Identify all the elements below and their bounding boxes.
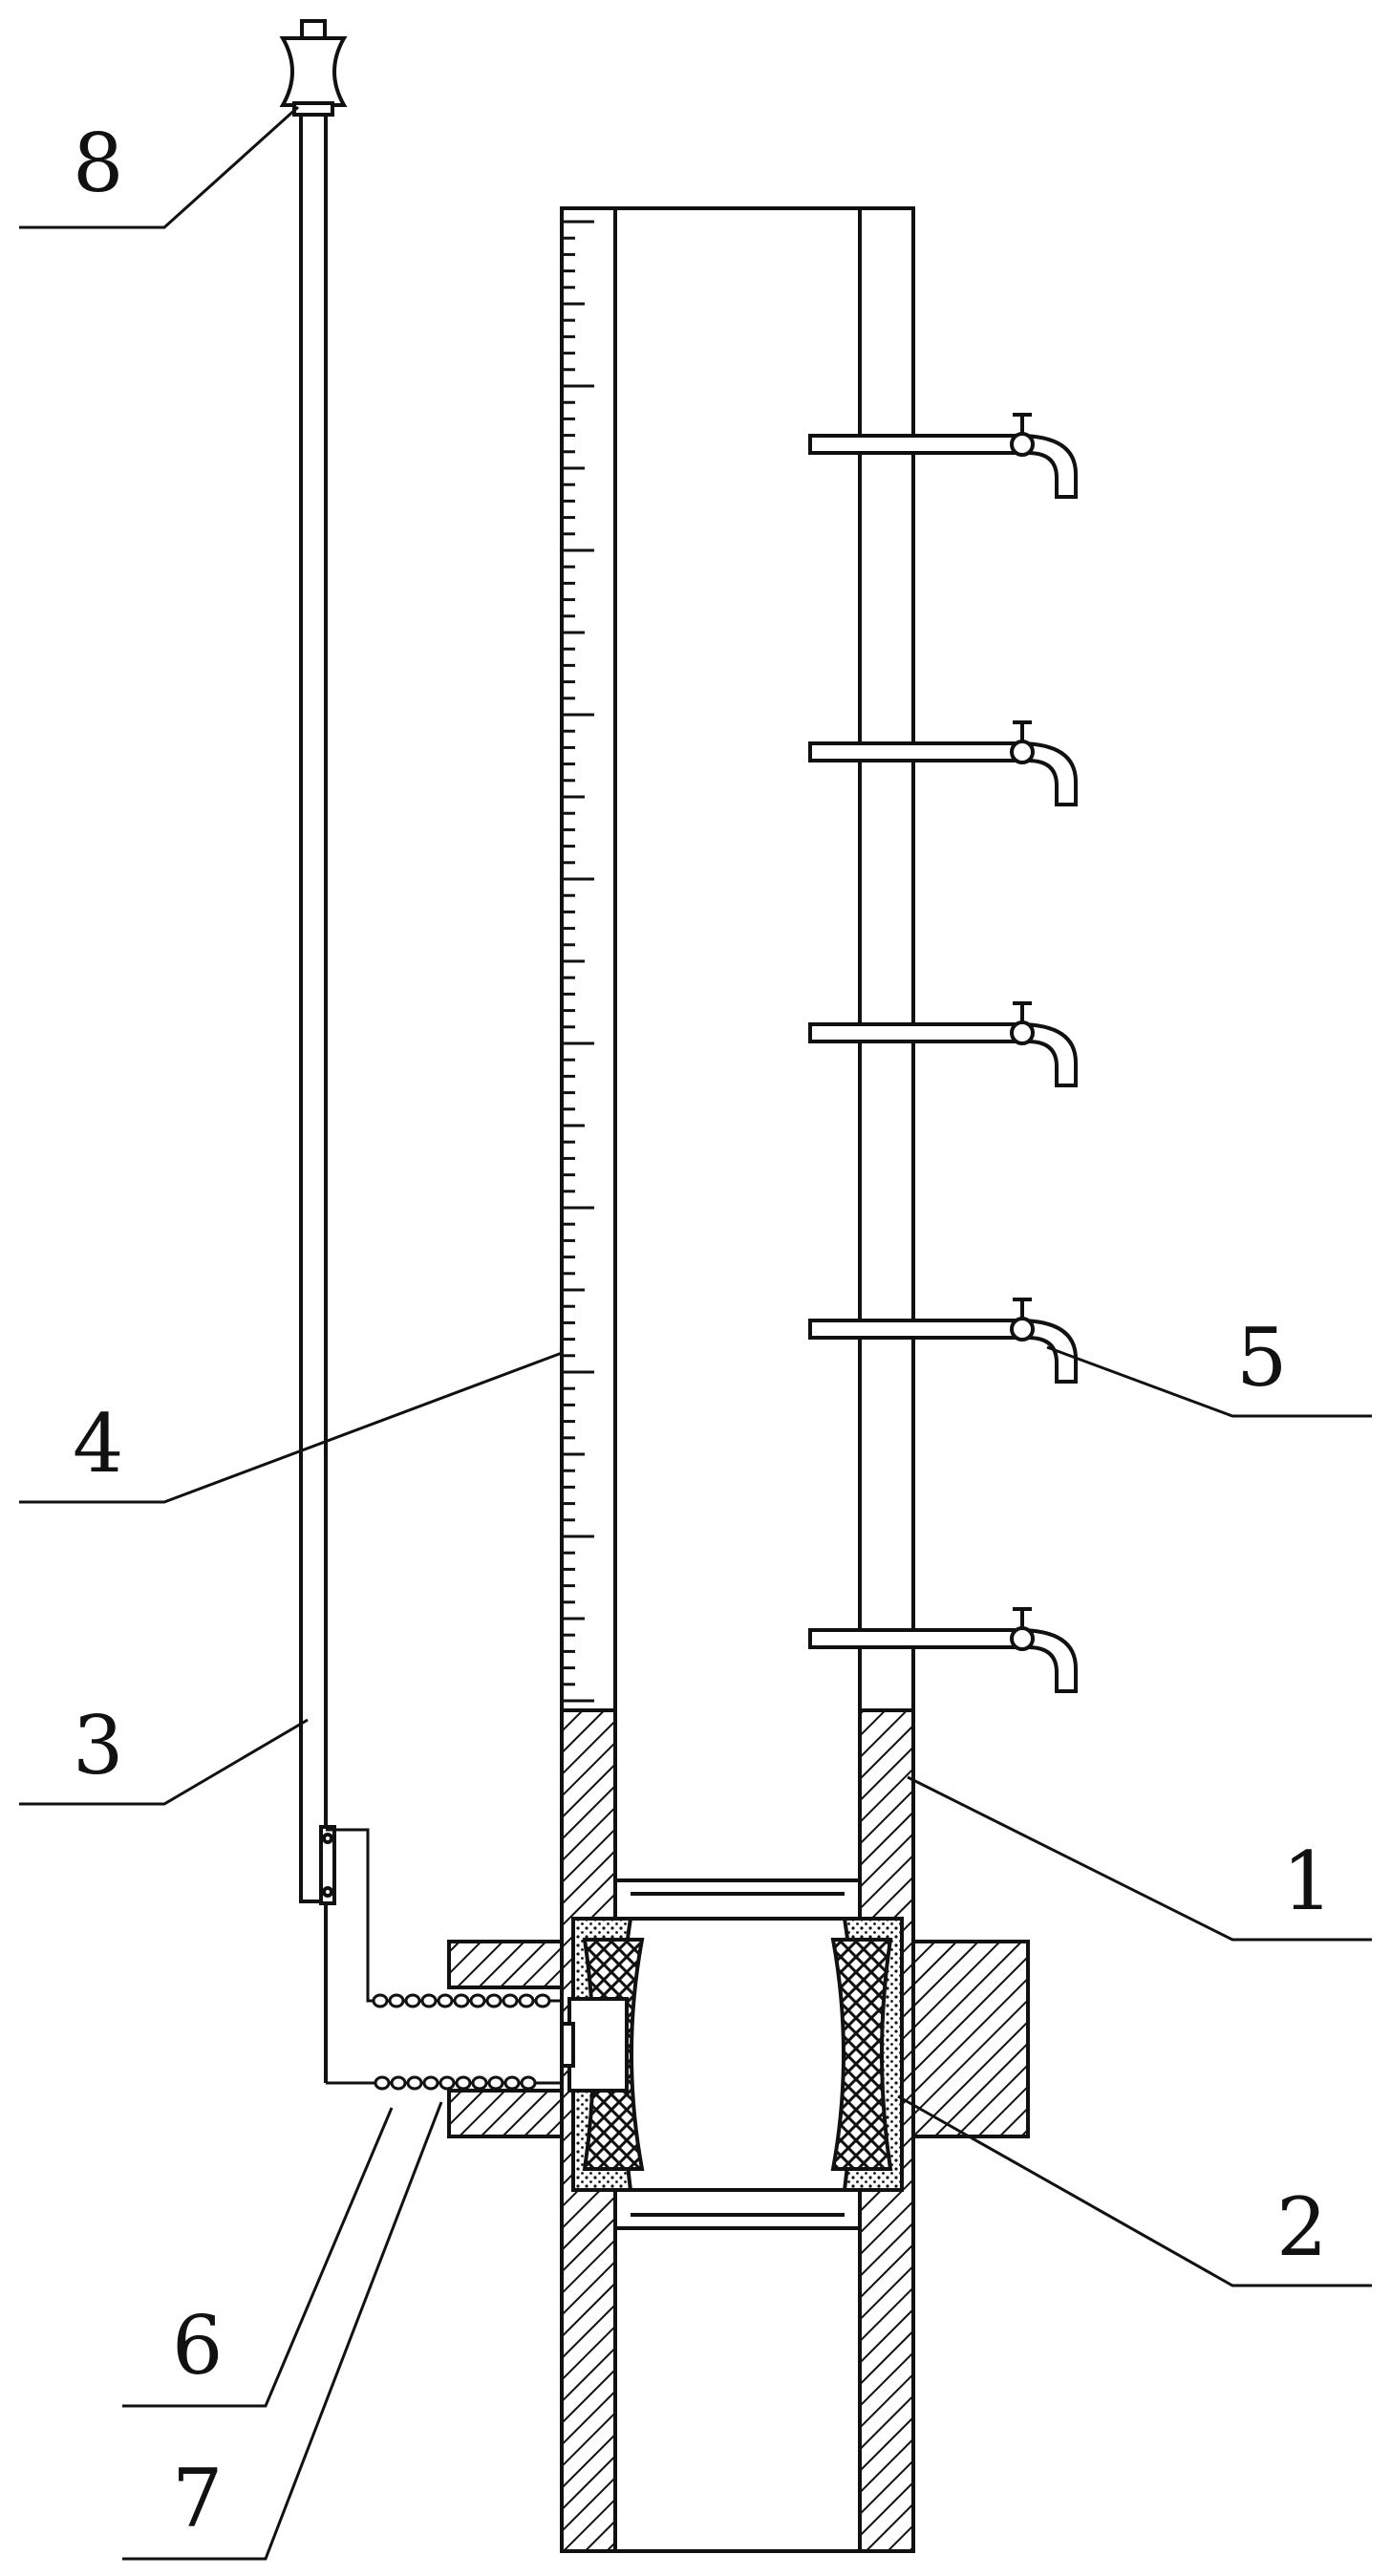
outlet-tap [808,413,1078,499]
tube-right-wall-upper [858,206,915,1712]
label-5: 5 [1236,1311,1287,1405]
chain-bead [422,2075,439,2091]
outlet-tap [808,1607,1078,1693]
chain-bead [388,1993,405,2008]
chain-bead [406,2075,423,2091]
chain-bead [437,1993,454,2008]
chain-bead [439,2075,456,2091]
chain-bead [518,1993,535,2008]
label-4: 4 [73,1397,123,1491]
outlet-taps [808,413,1078,1693]
outlet-tap [808,1298,1078,1384]
chain-bead [487,2075,504,2091]
outlet-tap [808,720,1078,806]
label-8: 8 [73,117,123,210]
rod-coupler [319,1825,336,1905]
leader-8 [19,105,300,229]
part-labels: 8 4 3 5 1 2 6 7 [73,117,1333,2545]
label-3: 3 [73,1699,123,1792]
main-tube [560,206,915,2553]
chain-bead [374,2075,391,2091]
leader-7 [122,2101,443,2561]
leader-2 [897,2094,1372,2287]
label-1: 1 [1282,1835,1333,1928]
chain-bead [502,1993,519,2008]
chain-bead [534,1993,551,2008]
chain-bead [485,1993,503,2008]
chain-bead [503,2075,521,2091]
lower-inner-ring [613,2188,862,2230]
leader-lines [19,105,1372,2561]
label-6: 6 [172,2299,223,2393]
leader-6 [122,2107,394,2408]
right-flange [911,1940,1030,2138]
chain-bead [372,1993,389,2008]
upper-inner-ring [613,1878,862,1921]
handle-knob [279,36,348,107]
label-2: 2 [1276,2180,1327,2274]
chain-bead [455,2075,472,2091]
chain-bead [520,2075,537,2091]
leader-1 [907,1775,1372,1942]
chain-bead [453,1993,470,2008]
chain-bead [420,1993,438,2008]
wire-chains [372,1993,551,2091]
leader-4 [19,1351,563,1504]
rod-assembly [279,19,348,2083]
push-rod [299,103,328,1903]
chain-bead [404,1993,421,2008]
tube-left-wall-upper [560,206,617,1712]
chain-bead [469,1993,486,2008]
scale-ruler [562,220,594,1703]
outlet-tap [808,1001,1078,1087]
leader-5 [1046,1345,1372,1418]
flange-housing [447,1917,1030,2192]
label-7: 7 [172,2452,223,2545]
chain-bead [471,2075,488,2091]
chain-bead [390,2075,407,2091]
filter-element-right [830,1938,893,2171]
sensor-body [567,1997,629,2093]
leader-3 [19,1718,309,1806]
